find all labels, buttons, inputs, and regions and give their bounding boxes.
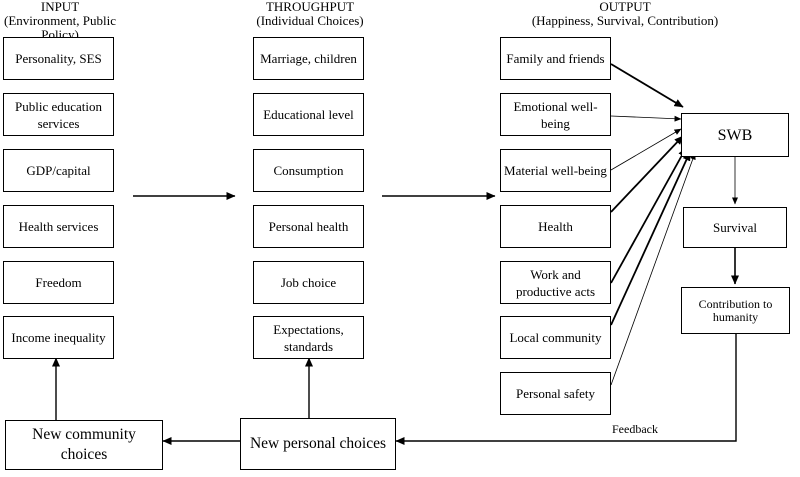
output-box-local-community: Local community (500, 316, 611, 359)
arrow-work-to-swb (610, 147, 687, 284)
input-header: INPUT (Environment, Public Policy) (0, 0, 120, 42)
input-box-public-education: Public education services (3, 93, 114, 136)
output-header-subtitle: (Happiness, Survival, Contribution) (531, 13, 719, 28)
throughput-header: THROUGHPUT (Individual Choices) (235, 0, 385, 28)
new-personal-choices-box: New personal choices (240, 418, 396, 470)
output-box-work: Work and productive acts (500, 261, 611, 304)
throughput-box-education: Educational level (253, 93, 364, 136)
throughput-box-personal-health: Personal health (253, 205, 364, 248)
input-box-income-inequality: Income inequality (3, 316, 114, 359)
arrow-health-to-swb (610, 135, 684, 213)
input-box-gdp: GDP/capital (3, 149, 114, 192)
swb-box: SWB (681, 113, 789, 157)
throughput-box-expectations: Expectations, standards (253, 316, 364, 359)
throughput-box-marriage: Marriage, children (253, 37, 364, 80)
throughput-header-title: THROUGHPUT (265, 0, 355, 14)
throughput-box-consumption: Consumption (253, 149, 364, 192)
new-community-choices-box: New community choices (5, 420, 163, 470)
output-header: OUTPUT (Happiness, Survival, Contributio… (500, 0, 750, 28)
arrow-emotional-to-swb (610, 115, 682, 122)
arrow-material-to-swb (610, 128, 682, 171)
contribution-box: Contribution to humanity (681, 287, 790, 334)
input-box-health-services: Health services (3, 205, 114, 248)
input-box-freedom: Freedom (3, 261, 114, 304)
arrow-community-to-swb (610, 151, 691, 326)
output-box-material: Material well-being (500, 149, 611, 192)
output-box-health: Health (500, 205, 611, 248)
input-box-personality: Personality, SES (3, 37, 114, 80)
survival-box: Survival (683, 207, 787, 248)
arrow-safety-to-swb (610, 152, 696, 386)
throughput-header-subtitle: (Individual Choices) (256, 13, 364, 28)
arrow-feedback (395, 334, 737, 445)
arrow-family-to-swb (610, 63, 684, 108)
throughput-box-job-choice: Job choice (253, 261, 364, 304)
output-box-family: Family and friends (500, 37, 611, 80)
feedback-label: Feedback (612, 422, 658, 436)
output-box-emotional: Emotional well-being (500, 93, 611, 136)
input-header-title: INPUT (40, 0, 80, 14)
output-box-personal-safety: Personal safety (500, 372, 611, 415)
output-header-title: OUTPUT (599, 0, 651, 14)
